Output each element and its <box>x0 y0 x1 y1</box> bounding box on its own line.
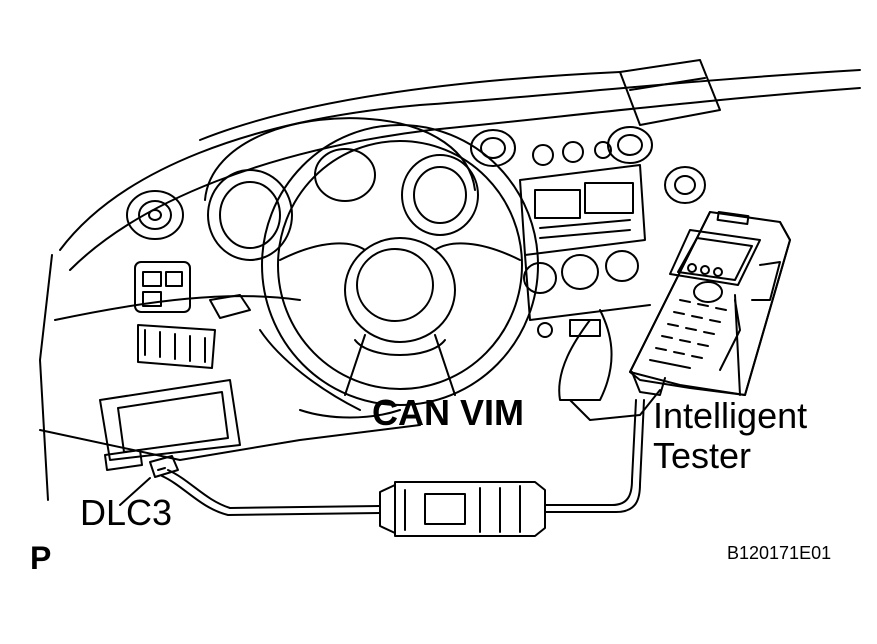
instrument-cluster <box>204 117 479 261</box>
steering-column <box>209 294 401 419</box>
can-vim-module <box>379 481 546 537</box>
tester-keypad <box>649 263 727 369</box>
left-air-vent <box>126 190 184 240</box>
intelligent-tester-label-line1: Intelligent <box>653 395 808 436</box>
intelligent-tester-label-line2: Tester <box>653 435 752 477</box>
cable-can-vim-to-tester <box>544 399 645 513</box>
intelligent-tester-device <box>629 210 791 396</box>
dashboard-outline <box>39 59 861 501</box>
cable-dlc3-to-can-vim <box>119 469 381 516</box>
can-vim-label: CAN VIM <box>372 392 524 433</box>
page-mark: P <box>30 540 52 576</box>
steering-wheel <box>261 124 539 406</box>
left-switch-panel <box>134 261 216 369</box>
figure-id: B120171E01 <box>727 543 832 563</box>
tester-leader-line <box>734 294 741 396</box>
dlc3-connector <box>149 455 179 478</box>
center-console <box>470 126 706 421</box>
dlc3-label: DLC3 <box>80 492 173 533</box>
intelligent-tester-label: Intelligent Tester <box>653 395 808 477</box>
